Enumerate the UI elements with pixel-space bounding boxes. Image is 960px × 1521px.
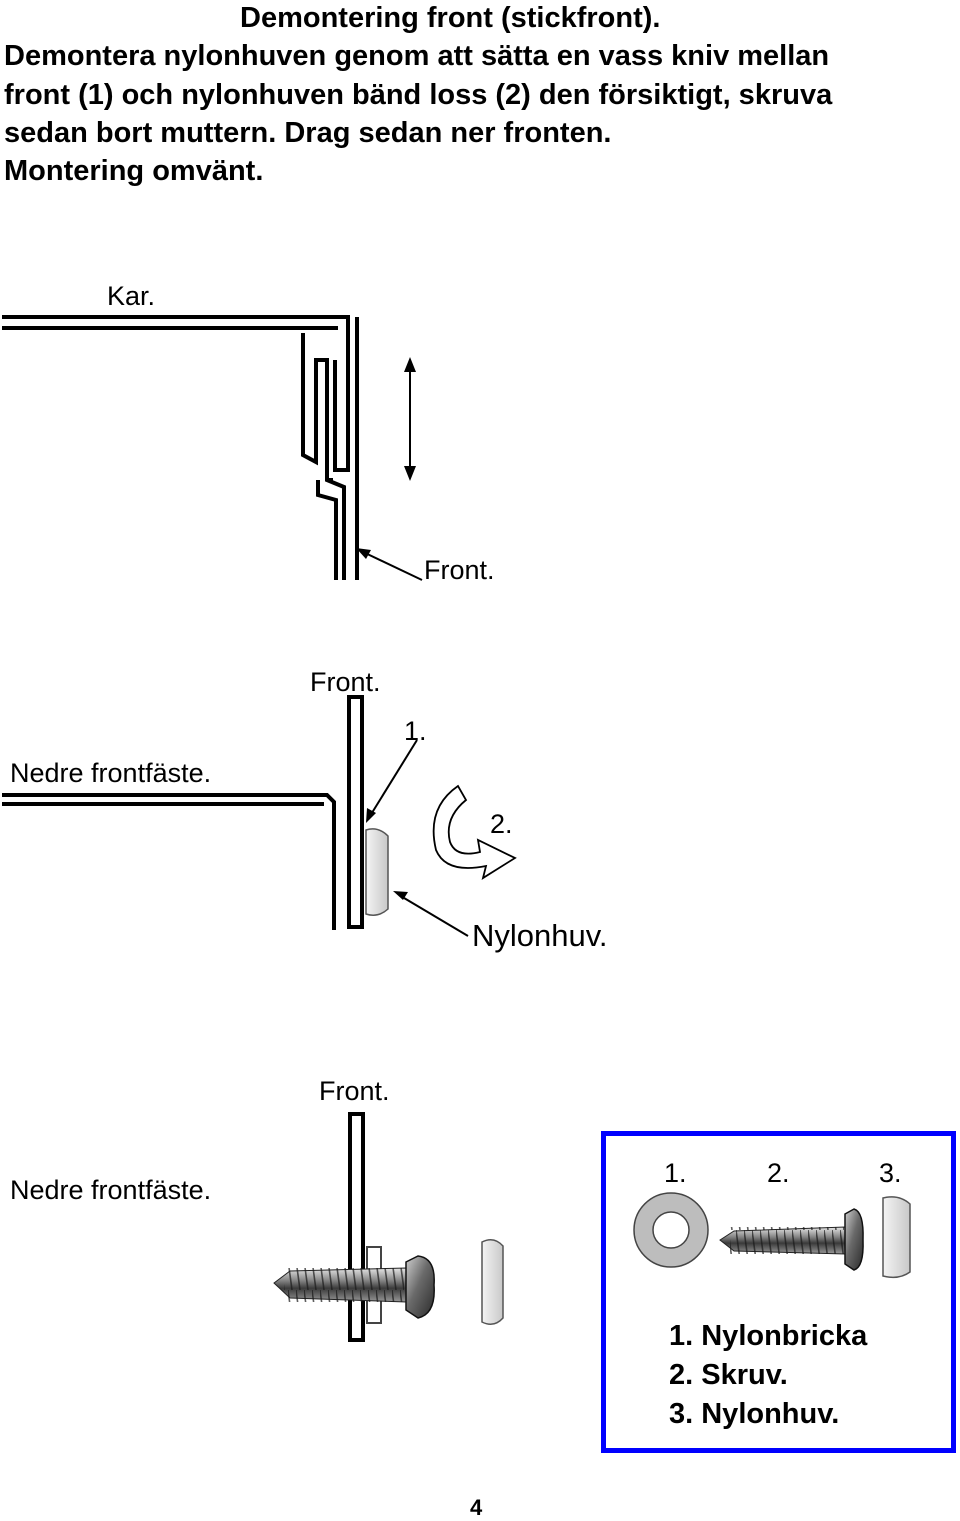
fig3-bracket-label: Nedre frontfäste. bbox=[10, 1175, 212, 1205]
part-screw-icon bbox=[719, 1208, 864, 1271]
kar-label: Kar. bbox=[107, 281, 156, 311]
instruction-line-1: Demontera nylonhuven genom att sätta en … bbox=[4, 40, 830, 72]
movement-arrow bbox=[404, 357, 416, 481]
fig2-bracket-label: Nedre frontfäste. bbox=[10, 758, 212, 788]
screw-fig3 bbox=[273, 1255, 435, 1319]
nylonhuv-label: Nylonhuv. bbox=[472, 918, 608, 953]
nylon-cap-fig2 bbox=[365, 828, 389, 916]
front-leader-line bbox=[356, 548, 423, 581]
instruction-line-4: Montering omvänt. bbox=[4, 155, 264, 187]
part-nylon-washer-icon bbox=[633, 1192, 709, 1268]
legend-nylonhuv: 3. Nylonhuv. bbox=[669, 1398, 840, 1430]
kar-front-profile bbox=[2, 315, 359, 580]
document-title: Demontering front (stickfront). bbox=[240, 2, 661, 34]
parts-legend-box bbox=[601, 1131, 956, 1453]
fig1-front-label: Front. bbox=[424, 555, 495, 585]
legend-nylonbricka: 1. Nylonbricka bbox=[669, 1320, 868, 1352]
marker-1: 1. bbox=[404, 716, 427, 746]
lower-bracket-fig2 bbox=[2, 793, 336, 930]
instruction-line-2: front (1) och nylonhuven bänd loss (2) d… bbox=[4, 79, 833, 111]
page-number: 4 bbox=[470, 1495, 483, 1520]
front-panel-fig2 bbox=[347, 695, 364, 929]
part-number-3: 3. bbox=[879, 1158, 902, 1188]
fig3-front-label: Front. bbox=[319, 1076, 390, 1106]
legend-skruv: 2. Skruv. bbox=[669, 1359, 788, 1391]
part-nylon-cap-icon bbox=[882, 1196, 911, 1279]
fig2-front-label: Front. bbox=[310, 667, 381, 697]
part-number-2: 2. bbox=[767, 1158, 790, 1188]
leader-nylonhuv bbox=[393, 891, 469, 937]
marker-2: 2. bbox=[490, 809, 513, 839]
leader-marker-1 bbox=[366, 739, 418, 823]
nylon-cap-fig3 bbox=[481, 1239, 504, 1325]
pry-curved-arrow bbox=[432, 784, 517, 880]
instruction-line-3: sedan bort muttern. Drag sedan ner front… bbox=[4, 117, 612, 149]
part-number-1: 1. bbox=[664, 1158, 687, 1188]
front-panel-fig3 bbox=[348, 1112, 365, 1342]
